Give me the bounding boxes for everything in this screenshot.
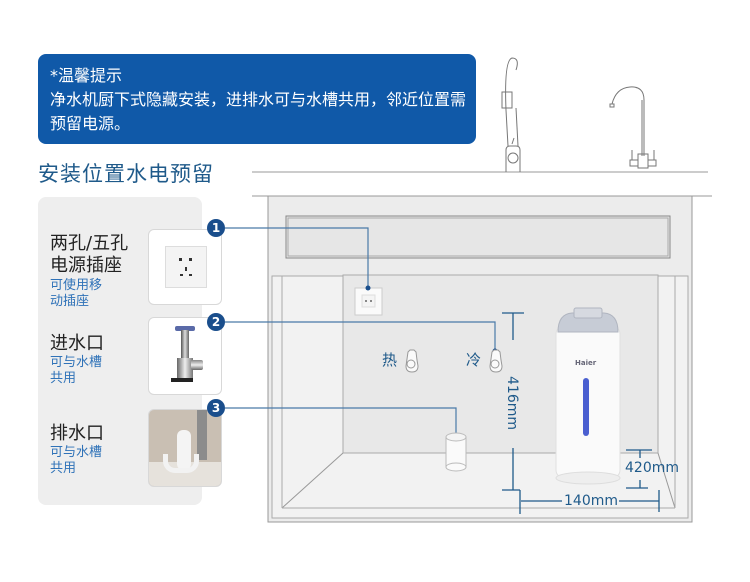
item-1-label-line1: 两孔/五孔	[50, 233, 129, 254]
tip-box: *温馨提示 净水机厨下式隐藏安装，进排水可与水槽共用，邻近位置需预留电源。	[38, 54, 476, 144]
connector-line-1	[225, 227, 369, 288]
drawer-panel	[285, 215, 671, 259]
badge-2: 2	[207, 313, 225, 331]
hot-valve-icon	[405, 349, 419, 373]
floor-edge-left	[281, 452, 344, 509]
badge-1: 1	[207, 219, 225, 237]
cold-label: 冷	[466, 351, 482, 369]
side-panel: 两孔/五孔 电源插座 可使用移 动插座 进水口 可与水槽 共用 排水口 可与水槽…	[38, 197, 222, 505]
depth-dimension-label: 420mm	[625, 460, 679, 476]
depth-dimension	[626, 449, 652, 489]
item-2-label: 进水口	[50, 333, 104, 354]
item-3-sub-line1: 可与水槽	[50, 445, 103, 460]
pull-out-faucet-icon	[501, 57, 521, 172]
item-1-sub-line1: 可使用移	[50, 278, 103, 293]
brand-logo: Haier	[575, 359, 597, 367]
item-1-sub-line2: 动插座	[50, 294, 90, 309]
section-title: 安装位置水电预留	[38, 162, 214, 186]
height-dimension-label: 416mm	[504, 376, 520, 430]
item-2-sub-line2: 共用	[50, 371, 77, 386]
floor-edge-right	[657, 452, 676, 509]
connector-line-3	[225, 407, 457, 435]
height-dimension	[502, 312, 524, 514]
badge-3: 3	[207, 399, 225, 417]
cold-valve-icon	[489, 349, 503, 373]
tip-body: 净水机厨下式隐藏安装，进排水可与水槽共用，邻近位置需预留电源。	[50, 90, 467, 133]
angle-valve-icon	[148, 317, 222, 395]
connector-line-2	[225, 321, 496, 351]
kitchen-faucet-icon	[609, 86, 657, 169]
power-socket-icon	[148, 229, 222, 305]
water-purifier	[555, 307, 621, 485]
item-3-sub-line2: 共用	[50, 461, 77, 476]
tip-title: *温馨提示	[50, 66, 123, 85]
width-dimension-label: 140mm	[564, 493, 618, 509]
width-dimension	[521, 490, 660, 512]
hot-label: 热	[382, 351, 398, 369]
item-3-label: 排水口	[50, 423, 104, 444]
drain-cylinder-icon	[445, 432, 467, 472]
item-1-label-line2: 电源插座	[50, 255, 122, 276]
drain-pipe-icon	[148, 409, 222, 487]
item-2-sub-line1: 可与水槽	[50, 355, 103, 370]
